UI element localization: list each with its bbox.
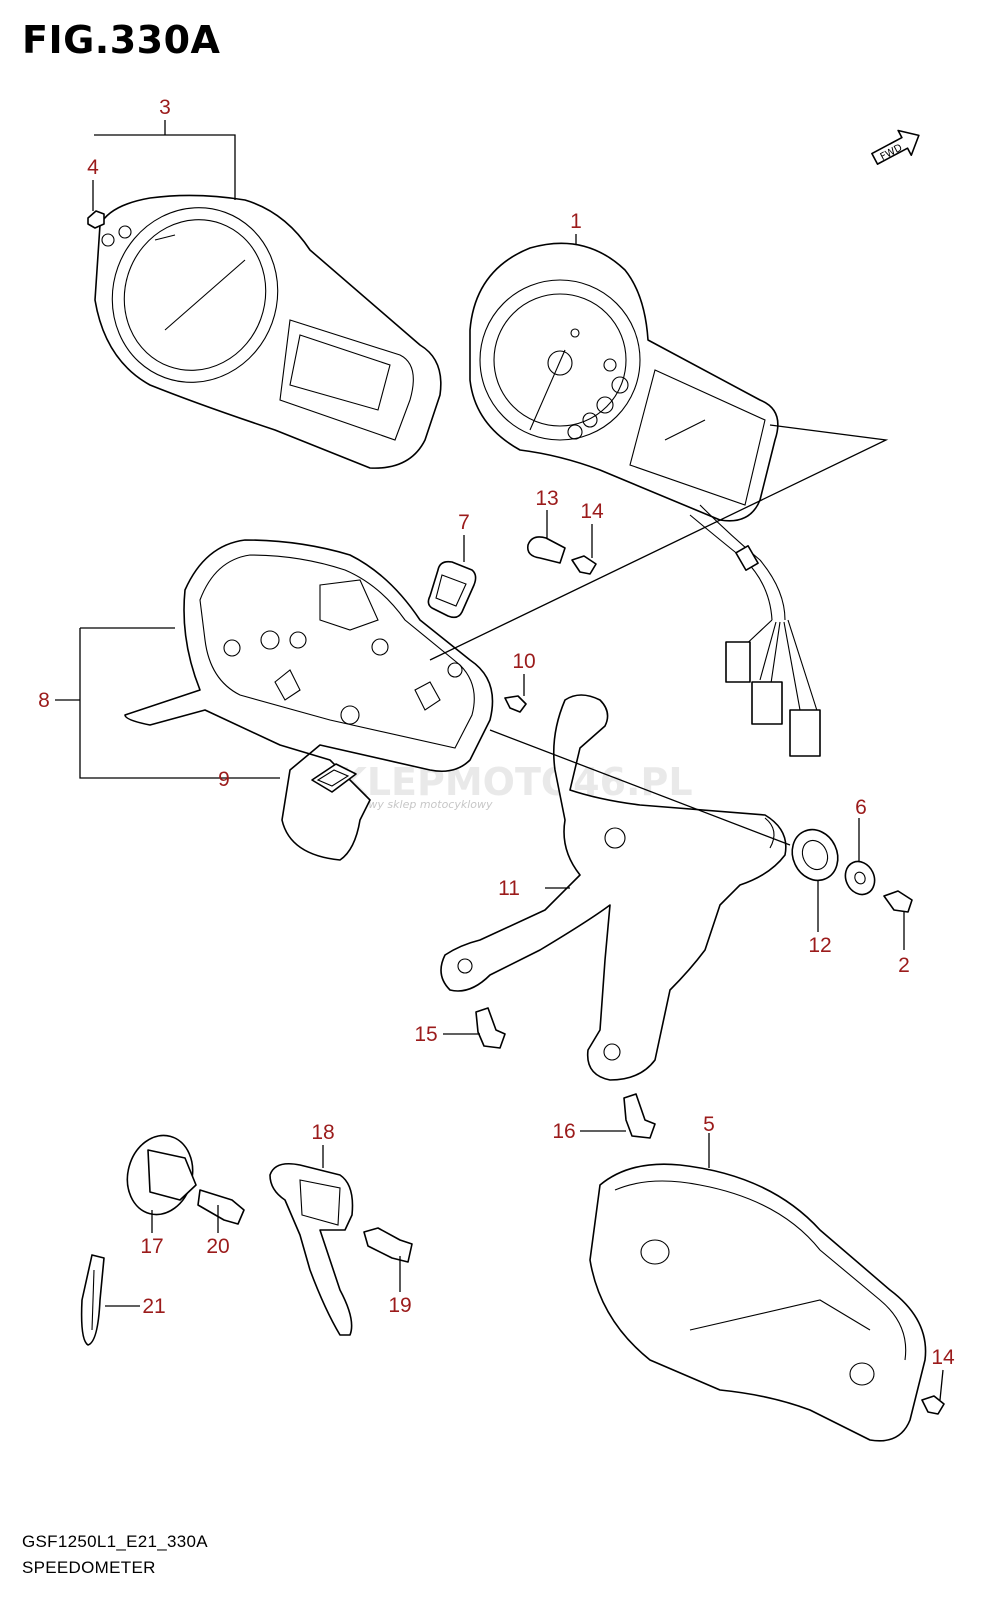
part-lower-cover-5 (589, 1163, 927, 1442)
part-bolt-15 (475, 1007, 506, 1049)
callout-16: 16 (552, 1120, 575, 1143)
part-bolt-2 (883, 890, 913, 913)
part-speedometer-assembly (469, 242, 821, 757)
callout-5: 5 (703, 1113, 715, 1136)
figure-title: FIG.330A (22, 18, 221, 62)
callout-12: 12 (808, 934, 831, 957)
callout-6: 6 (855, 796, 867, 819)
part-screw-14a (571, 555, 597, 575)
callout-4: 4 (87, 156, 99, 179)
part-bracket-11 (440, 694, 787, 1081)
part-meter-cover (94, 194, 442, 469)
callout-20: 20 (206, 1235, 229, 1258)
part-switch-18 (269, 1162, 354, 1336)
watermark: SKLEPMOTO46.PL internetowy sklep motocyk… (310, 760, 693, 811)
fwd-arrow-icon: FWD (871, 129, 920, 165)
callout-8: 8 (38, 689, 50, 712)
part-grommet-12 (791, 828, 839, 882)
svg-text:SKLEPMOTO46.PL: SKLEPMOTO46.PL (310, 760, 693, 804)
part-bolt-16 (623, 1093, 656, 1139)
part-bolt-20 (197, 1189, 245, 1225)
figure-name: SPEEDOMETER (22, 1558, 156, 1577)
part-screw-10 (504, 695, 527, 713)
callout-7: 7 (458, 511, 470, 534)
callout-2: 2 (898, 954, 910, 977)
callout-13: 13 (535, 487, 558, 510)
part-screw-4 (87, 210, 105, 229)
part-pad-7 (427, 560, 477, 619)
callout-labels: 1 2 3 4 5 6 7 8 9 10 11 12 13 14 14 15 1… (38, 96, 955, 1369)
svg-text:FWD: FWD (879, 142, 905, 163)
callout-17: 17 (140, 1235, 163, 1258)
callout-19: 19 (388, 1294, 411, 1317)
callout-21: 21 (142, 1295, 165, 1318)
part-knob-17 (126, 1134, 197, 1216)
model-code: GSF1250L1_E21_330A (22, 1532, 208, 1551)
callout-1: 1 (570, 210, 582, 233)
leader-lines (55, 120, 944, 1401)
part-screw-14b (921, 1395, 945, 1415)
callout-14b: 14 (931, 1346, 955, 1369)
callout-9: 9 (218, 768, 230, 791)
part-band-21 (80, 1254, 105, 1346)
part-label-9 (311, 763, 357, 793)
callout-3: 3 (159, 96, 171, 119)
callout-11: 11 (498, 877, 520, 900)
part-lower-case (124, 539, 494, 861)
callout-14a: 14 (580, 500, 604, 523)
part-washer-6 (844, 860, 876, 896)
callout-15: 15 (414, 1023, 437, 1046)
callout-10: 10 (512, 650, 535, 673)
part-bolt-19 (363, 1227, 413, 1263)
part-clip-13 (526, 536, 566, 564)
callout-18: 18 (311, 1121, 334, 1144)
